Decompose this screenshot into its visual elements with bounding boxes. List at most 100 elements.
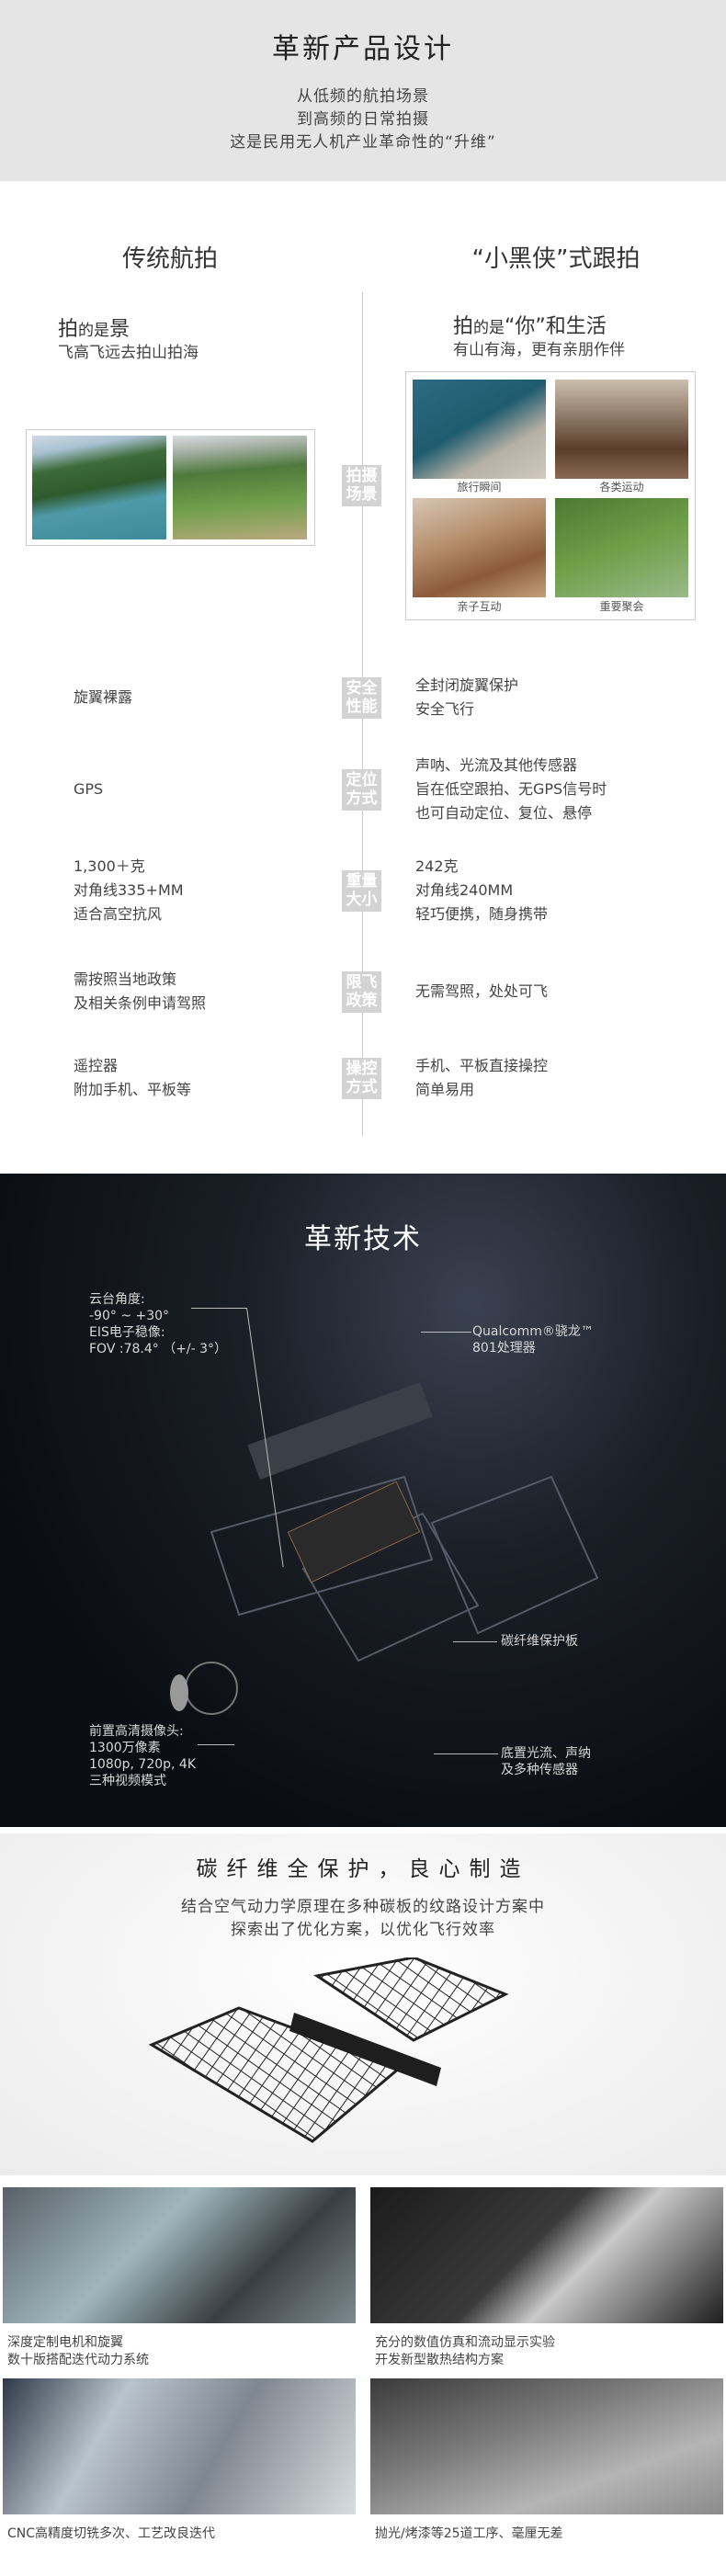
tag-row: 定位方式: [342, 769, 381, 811]
traditional-spec: 需按照当地政策及相关条例申请驾照: [74, 968, 206, 1016]
gimbal-annotation: 云台角度:-90° ~ +30°EIS电子稳像:FOV :78.4° （+/- …: [89, 1291, 227, 1357]
caption-line: CNC高精度切铣多次、工艺改良迭代: [7, 2526, 216, 2541]
heading-text: 拍: [453, 315, 474, 338]
heading-text: “你”和生活: [505, 315, 607, 338]
annotation-line: 云台角度:: [89, 1292, 145, 1307]
spec-line: 声呐、光流及其他传感器: [415, 756, 578, 774]
family-photo: [413, 498, 546, 597]
leader-line: [421, 1332, 471, 1333]
subtitle-line: 这是民用无人机产业革命性的“升维”: [230, 133, 496, 152]
annotation-line: 底置光流、声纳: [501, 1746, 591, 1761]
caption-line: 深度定制电机和旋翼: [7, 2335, 123, 2350]
gallery-caption: 抛光/烤漆等25道工序、毫厘无差: [375, 2525, 563, 2543]
caption-line: 抛光/烤漆等25道工序、毫厘无差: [375, 2526, 563, 2541]
leader-line: [434, 1753, 498, 1754]
carbon-plate-annotation: 碳纤维保护板: [501, 1633, 578, 1650]
tag-text: 性能: [346, 698, 378, 716]
thermal-photo: [370, 2187, 723, 2323]
right-heading: 拍的是“你”和生活 有山有海，更有亲朋作伴: [453, 315, 625, 360]
photo-caption: 重要聚会: [599, 600, 644, 613]
tag-row: 重量大小: [342, 870, 381, 912]
hero-header: 革新产品设计 从低频的航拍场景 到高频的日常拍摄 这是民用无人机产业革命性的“升…: [0, 0, 726, 181]
tag-text: 场景: [346, 485, 378, 504]
heading-sub: 有山有海，更有亲朋作伴: [453, 341, 625, 359]
annotation-line: FOV :78.4° （+/- 3°）: [89, 1342, 228, 1356]
spec-line: 旋翼裸露: [74, 688, 133, 706]
page-title: 革新产品设计: [272, 33, 454, 65]
hover-spec: 声呐、光流及其他传感器旨在低空跟拍、无GPS信号时也可自动定位、复位、悬停: [415, 754, 607, 825]
spec-line: 及相关条例申请驾照: [74, 994, 207, 1012]
travel-photo: [413, 380, 546, 479]
motor-photo: [3, 2187, 356, 2323]
gallery-caption: CNC高精度切铣多次、工艺改良迭代: [7, 2525, 215, 2543]
hover-spec: 无需驾照，处处可飞: [415, 980, 548, 1004]
tag-text: 定位: [346, 771, 378, 789]
annotation-line: EIS电子稳像:: [89, 1325, 165, 1340]
leader-line: [191, 1308, 246, 1309]
tag-row: 操控方式: [342, 1058, 381, 1099]
cnc-photo: [3, 2378, 356, 2514]
tag-text: 政策: [346, 992, 378, 1010]
spec-line: 遥控器: [74, 1057, 119, 1074]
photo-caption: 旅行瞬间: [457, 481, 502, 494]
gallery-caption: 深度定制电机和旋翼数十版搭配迭代动力系统: [7, 2334, 149, 2369]
tag-text: 安全: [346, 679, 378, 698]
polish-photo: [370, 2378, 723, 2514]
drone-exploded-illustration: [170, 1382, 599, 1715]
coast-photo: [32, 436, 166, 539]
tech-section: 革新技术 云台角度:-90° ~ +30°EIS电子稳像:FOV :78.4° …: [0, 1174, 726, 1827]
annotation-line: 及多种传感器: [501, 1763, 578, 1777]
traditional-spec: 遥控器附加手机、平板等: [74, 1054, 191, 1102]
sensors-annotation: 底置光流、声纳及多种传感器: [501, 1745, 591, 1778]
processor-annotation: Qualcomm®骁龙™ 801处理器: [472, 1323, 594, 1356]
leader-line: [453, 1641, 497, 1642]
traditional-spec: GPS: [74, 777, 103, 801]
tag-text: 方式: [346, 789, 378, 808]
annotation-line: 801处理器: [472, 1341, 536, 1356]
hover-spec: 全封闭旋翼保护安全飞行: [415, 674, 518, 721]
tag-scene: 拍摄场景: [342, 465, 381, 506]
heading-text: 的是: [473, 319, 505, 337]
right-column-title: “小黑侠”式跟拍: [471, 245, 641, 273]
spec-line: 手机、平板直接操控: [415, 1057, 549, 1074]
left-heading: 拍的是景 飞高飞远去拍山拍海: [58, 318, 199, 363]
heading-sub: 飞高飞远去拍山拍海: [58, 344, 199, 362]
caption-line: 开发新型散热结构方案: [375, 2353, 504, 2367]
tag-text: 方式: [346, 1078, 378, 1096]
subtitle-line: 探索出了优化方案，以优化飞行效率: [231, 1921, 495, 1939]
party-photo: [555, 498, 688, 597]
carbon-section: 碳纤维全保护，良心制造 结合空气动力学原理在多种碳板的纹路设计方案中探索出了优化…: [0, 1833, 726, 2175]
spec-line: 242克: [415, 857, 459, 875]
spec-line: 简单易用: [415, 1081, 475, 1098]
annotation-line: 碳纤维保护板: [501, 1634, 578, 1649]
photo-caption: 亲子互动: [457, 600, 502, 613]
tag-text: 限飞: [346, 973, 378, 992]
leader-line: [198, 1744, 234, 1745]
lifestyle-photo-box: 旅行瞬间 各类运动 亲子互动 重要聚会: [405, 371, 696, 620]
spec-line: 需按照当地政策: [74, 970, 177, 988]
heading-text: 的是: [78, 322, 110, 340]
spec-line: 适合高空抗风: [74, 905, 163, 923]
annotation-line: 1300万像素: [89, 1741, 161, 1755]
annotation-line: 1080p, 720p, 4K: [89, 1757, 197, 1772]
hover-spec: 手机、平板直接操控简单易用: [415, 1054, 548, 1102]
annotation-line: Qualcomm®骁龙™: [472, 1324, 594, 1339]
left-column-title: 传统航拍: [121, 245, 218, 273]
spec-line: 也可自动定位、复位、悬停: [415, 804, 593, 822]
spec-line: 对角线335+MM: [74, 881, 184, 899]
heading-text: 拍: [58, 318, 79, 341]
aerial-photo-box: [26, 429, 315, 546]
tag-text: 拍摄: [346, 467, 378, 485]
spec-line: 轻巧便携，随身携带: [415, 905, 549, 923]
spec-line: 无需驾照，处处可飞: [415, 982, 549, 1000]
subtitle-line: 从低频的航拍场景: [297, 87, 429, 106]
caption-line: 数十版搭配迭代动力系统: [7, 2353, 149, 2367]
tag-text: 大小: [346, 891, 378, 909]
spec-line: 附加手机、平板等: [74, 1081, 192, 1098]
gallery-caption: 充分的数值仿真和流动显示实验开发新型散热结构方案: [375, 2334, 555, 2369]
tag-text: 重量: [346, 872, 378, 891]
tag-row: 限飞政策: [342, 971, 381, 1013]
